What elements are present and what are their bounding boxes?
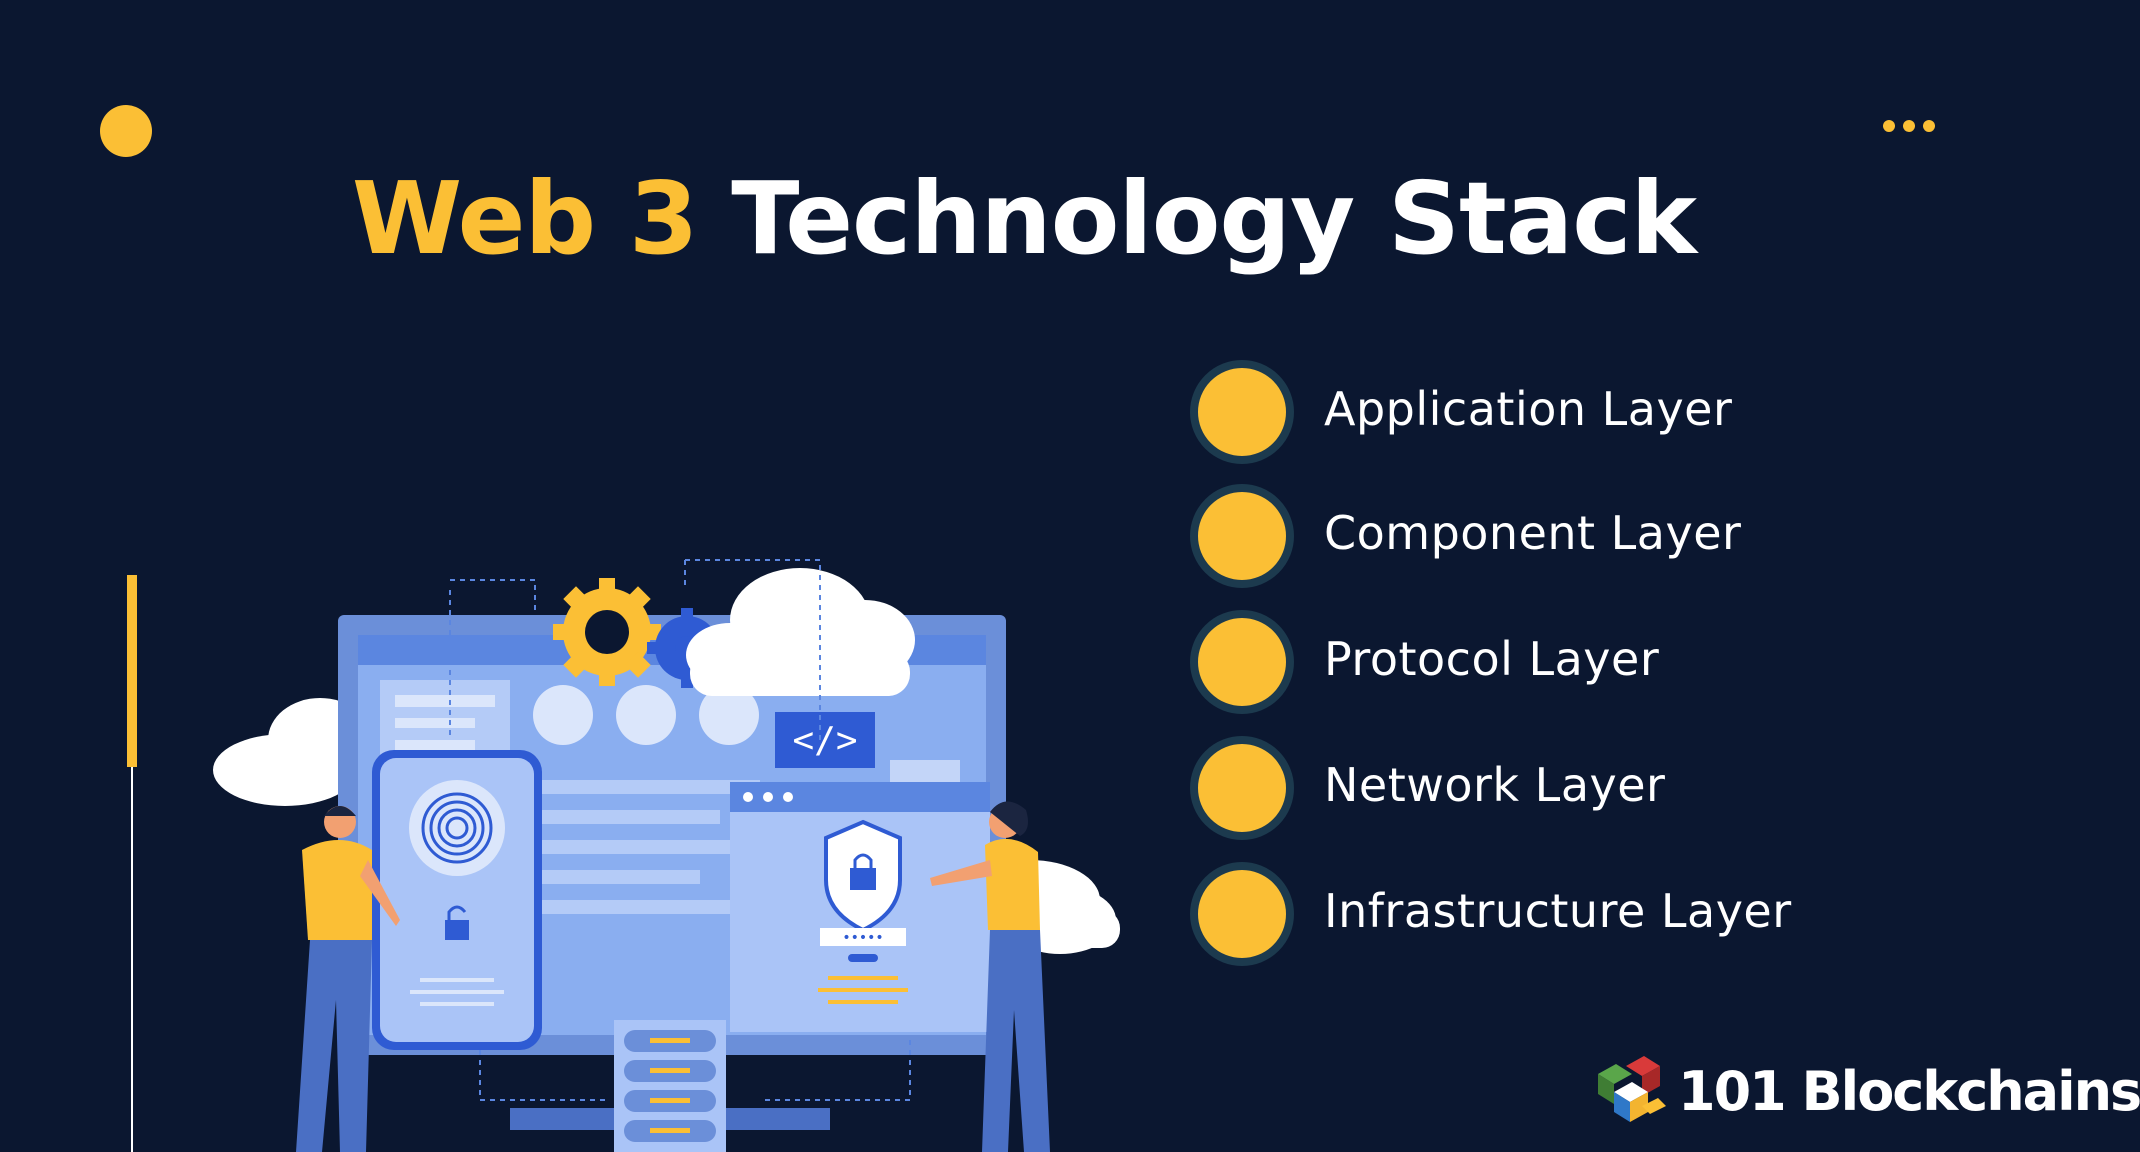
bullet-icon [1190,360,1294,464]
layer-label: Infrastructure Layer [1324,884,1792,938]
layer-label: Network Layer [1324,758,1666,812]
tech-illustration: </> [213,559,1120,1152]
person-figure [296,806,400,1152]
person-figure [930,801,1050,1152]
svg-text:•••••: ••••• [842,930,883,946]
bullet-icon [1190,484,1294,588]
brand-name: 101 Blockchains [1678,1060,2140,1123]
list-item-network: Network Layer [1190,736,2010,846]
list-item-application: Application Layer [1190,360,2010,470]
cloud-icon [686,568,915,696]
more-dots-icon [1882,118,1938,132]
layer-label: Protocol Layer [1324,632,1660,686]
phone [372,750,542,1050]
bullet-icon [1190,862,1294,966]
title-main: Technology Stack [731,160,1697,277]
list-item-protocol: Protocol Layer [1190,610,2010,720]
gear-icon [553,578,661,686]
layer-label: Application Layer [1324,382,1733,436]
svg-text:</>: </> [792,720,857,761]
server-icon [614,1020,726,1152]
bullet-icon [1190,736,1294,840]
connector-lines [449,559,911,1101]
brand-logo-icon [1598,1056,1666,1122]
list-item-infrastructure: Infrastructure Layer [1190,862,2010,972]
vertical-line [131,767,133,1152]
title-accent: Web 3 [351,160,699,277]
page-title: Web 3 Technology Stack [0,160,2048,277]
fingerprint-icon [421,792,493,864]
layer-label: Component Layer [1324,506,1742,560]
lock-icon [850,868,876,890]
vertical-accent-line [127,575,137,767]
bullet-icon [1190,610,1294,714]
lock-icon [445,905,469,940]
code-icon: </> [775,712,875,768]
list-item-component: Component Layer [1190,484,2010,594]
security-window: ••••• [730,782,990,1032]
decorative-circle [100,105,152,157]
